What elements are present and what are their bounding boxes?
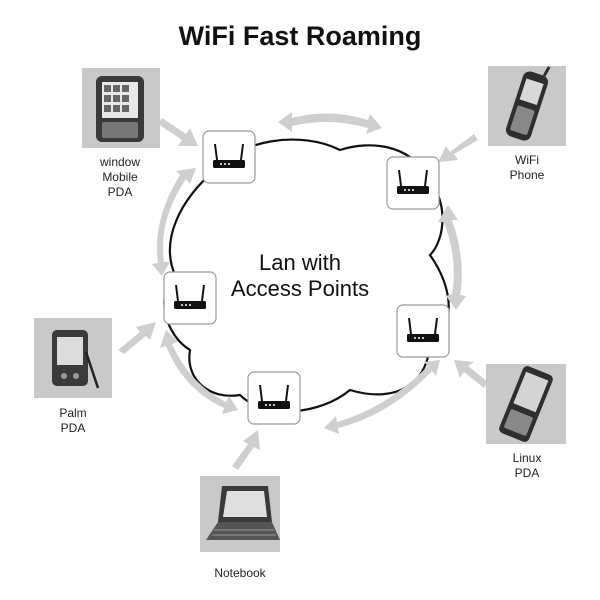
linux-pda-label-2: PDA [515, 466, 540, 480]
arrow-palm-to-ap [118, 322, 156, 354]
linux-pda-label-1: Linux [513, 451, 542, 465]
notebook-label: Notebook [214, 566, 266, 580]
access-point-5 [247, 371, 301, 425]
arrow-pda-to-ap [158, 118, 198, 146]
linux-pda-icon [486, 364, 566, 444]
access-point-4 [396, 304, 450, 358]
roaming-arrow-top [278, 112, 382, 134]
notebook-icon [200, 476, 280, 552]
arrow-phone-to-ap [438, 134, 478, 162]
access-point-3 [163, 271, 217, 325]
roaming-arrow-bottom-right [324, 360, 440, 434]
wifi-phone-icon [488, 66, 566, 146]
palm-pda-label-1: Palm [59, 406, 86, 420]
access-point-2 [386, 156, 440, 210]
center-label-line1: Lan with [259, 250, 341, 275]
windows-pda-label-2: Mobile [102, 170, 138, 184]
palm-pda-icon [34, 318, 112, 398]
roaming-arrow-left [152, 168, 196, 276]
windows-mobile-pda-icon [82, 68, 160, 148]
roaming-arrow-bottom-left [160, 330, 238, 414]
center-label-line2: Access Points [231, 276, 369, 301]
diagram-title: WiFi Fast Roaming [179, 21, 422, 51]
arrow-notebook-to-ap [232, 430, 260, 470]
wifi-phone-label-1: WiFi [515, 153, 539, 167]
windows-pda-label-1: window [99, 155, 140, 169]
wifi-phone-label-2: Phone [510, 168, 545, 182]
roaming-arrow-right [438, 205, 466, 310]
access-point-1 [202, 130, 256, 184]
palm-pda-label-2: PDA [61, 421, 86, 435]
arrow-linux-to-ap [454, 360, 488, 388]
windows-pda-label-3: PDA [108, 185, 133, 199]
